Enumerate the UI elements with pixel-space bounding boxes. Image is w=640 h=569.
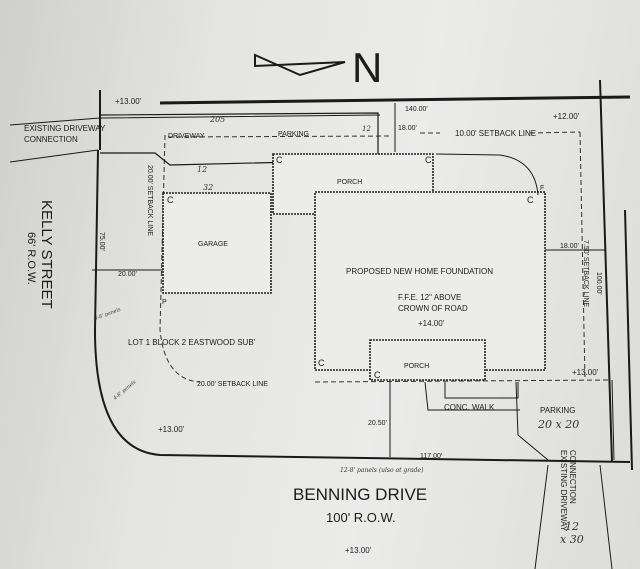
handwritten-panels-front: 12-8' panels (ulso at grade) xyxy=(340,467,424,474)
north-label: N xyxy=(352,44,382,91)
corner-marks: C C C C C C F P xyxy=(162,155,544,380)
benning-drive-row: 100' R.O.W. xyxy=(326,510,396,525)
dim-garage-depth: 75.00' xyxy=(98,232,105,251)
parking-right-label: PARKING xyxy=(540,406,575,415)
handwritten-top-note: 205 xyxy=(209,115,225,124)
corner-p: P xyxy=(162,299,167,306)
dimension-lines xyxy=(92,103,605,457)
corner-c: C xyxy=(425,155,432,165)
driveway-bottom-outline xyxy=(534,464,613,569)
dim-depth-top: 140.00' xyxy=(405,106,428,113)
dim-right-width: 100.00' xyxy=(595,272,602,295)
porch-top-label: PORCH xyxy=(337,179,362,186)
kelly-street-row: 66' R.O.W. xyxy=(25,232,37,285)
parking-top-label: PARKING xyxy=(278,131,309,138)
existing-driveway-bottom-1: EXISTING DRIVEWAY xyxy=(559,450,568,532)
house-label: PROPOSED NEW HOME FOUNDATION xyxy=(346,267,493,276)
handwritten-panels-side: 3-8' panels xyxy=(94,307,122,322)
concrete-walk xyxy=(424,381,520,411)
property-boundary xyxy=(9,79,633,471)
handwritten-driveway-size-1: 12 xyxy=(565,520,579,533)
handwritten-parking-size: 20 x 20 xyxy=(537,418,579,431)
existing-driveway-bottom-2: CONNECTION xyxy=(568,450,577,504)
corner-c: C xyxy=(318,358,325,368)
setback-line-left xyxy=(159,134,201,383)
elevation-house: +14.00' xyxy=(418,319,445,328)
corner-c: C xyxy=(276,155,283,165)
dim-frontage: 117.00' xyxy=(420,453,442,460)
handwritten-driveway-size-2: x 30 xyxy=(560,533,584,546)
corner-c: C xyxy=(374,370,381,380)
north-arrow-icon: N xyxy=(254,44,382,91)
dim-right-offset: 18.00' xyxy=(560,243,579,250)
porch-front xyxy=(369,339,486,381)
elevation-top-left: +13.00' xyxy=(115,97,142,106)
corner-f: F xyxy=(540,185,544,192)
garage xyxy=(162,192,272,294)
benning-drive-label: BENNING DRIVE xyxy=(293,485,427,504)
handwritten-panels-left: 4-8' panels xyxy=(112,379,138,402)
corner-c: C xyxy=(167,195,174,205)
elevation-lot: +13.00' xyxy=(158,425,185,434)
driveway-label: DRIVEWAY xyxy=(168,133,205,140)
setback-line-bottom xyxy=(314,379,611,383)
setback-left-label: 20.00' SETBACK LINE xyxy=(146,165,153,236)
dim-front-offset: 20.50' xyxy=(368,420,387,427)
ffe-line-2: CROWN OF ROAD xyxy=(398,304,468,313)
lot-label: LOT 1 BLOCK 2 EASTWOOD SUB' xyxy=(128,338,256,347)
setback-bottom-label: 20.00' SETBACK LINE xyxy=(197,381,268,388)
dim-setback-top: 18.00' xyxy=(398,125,417,132)
ffe-line-1: F.F.E. 12" ABOVE xyxy=(398,293,461,302)
dim-left-offset: 20.00' xyxy=(118,271,137,278)
elevation-top-right: +12.00' xyxy=(553,112,580,121)
elevation-right-mid: +13.00' xyxy=(572,368,599,377)
setback-line-top xyxy=(167,131,581,138)
setback-right-label: 7.50' SETBACK LINE xyxy=(582,240,589,307)
handwritten-garage-2: 32 xyxy=(203,183,213,192)
rounded-corner-right xyxy=(435,153,539,196)
setback-line-right xyxy=(579,131,586,381)
kelly-street-label: KELLY STREET xyxy=(38,200,55,309)
corner-c: C xyxy=(527,195,534,205)
handwritten-parking-note: 12 xyxy=(362,125,371,133)
porch-front-label: PORCH xyxy=(404,363,429,370)
existing-driveway-top-1: EXISTING DRIVEWAY xyxy=(24,124,106,133)
garage-label: GARAGE xyxy=(198,241,228,248)
handwritten-garage-1: 12 xyxy=(197,165,207,174)
parking-right-outline xyxy=(515,379,615,461)
setback-top-label: 10.00' SETBACK LINE xyxy=(455,129,536,138)
elevation-road: +13.00' xyxy=(345,546,372,555)
existing-driveway-top-2: CONNECTION xyxy=(24,135,78,144)
walk-label: CONC. WALK xyxy=(444,403,495,412)
